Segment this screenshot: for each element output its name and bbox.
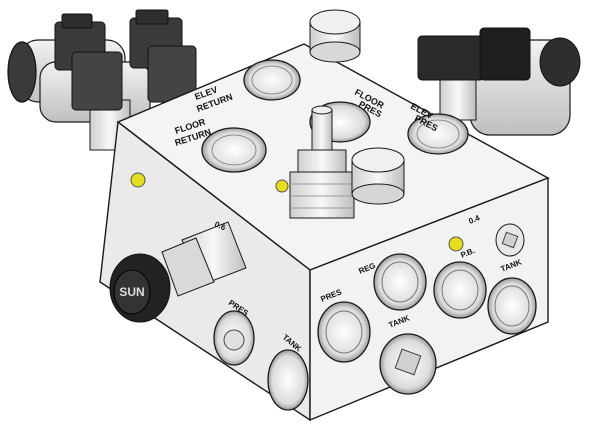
left-solenoid-nut-back xyxy=(7,41,37,103)
side-cap-plug xyxy=(351,147,405,205)
right-connector-outer xyxy=(417,35,485,81)
right-solenoid-nut xyxy=(539,37,581,87)
knob-brand-label: SUN xyxy=(119,285,144,299)
block-right-face xyxy=(309,176,549,422)
gauge-port-fitting xyxy=(289,105,355,219)
yellow-marker-gauge xyxy=(275,179,289,193)
port-tank-left xyxy=(267,349,309,411)
top-ports xyxy=(201,59,469,173)
right-solenoid-tube xyxy=(439,79,477,121)
label-needle-setting: 0.6 xyxy=(213,220,227,233)
port-floor-return xyxy=(201,127,267,173)
right-face-ports xyxy=(317,223,537,395)
label-pb-setting: 0.4 xyxy=(467,213,481,226)
right-solenoid-assembly xyxy=(417,27,581,136)
left-connector-3 xyxy=(71,51,123,111)
top-cap-plug xyxy=(309,9,361,63)
left-face-ports xyxy=(213,310,309,411)
needle-valve: SUN xyxy=(109,221,247,323)
right-connector-inner xyxy=(479,27,531,81)
yellow-marker-left xyxy=(130,172,146,188)
yellow-marker-right xyxy=(448,236,464,252)
